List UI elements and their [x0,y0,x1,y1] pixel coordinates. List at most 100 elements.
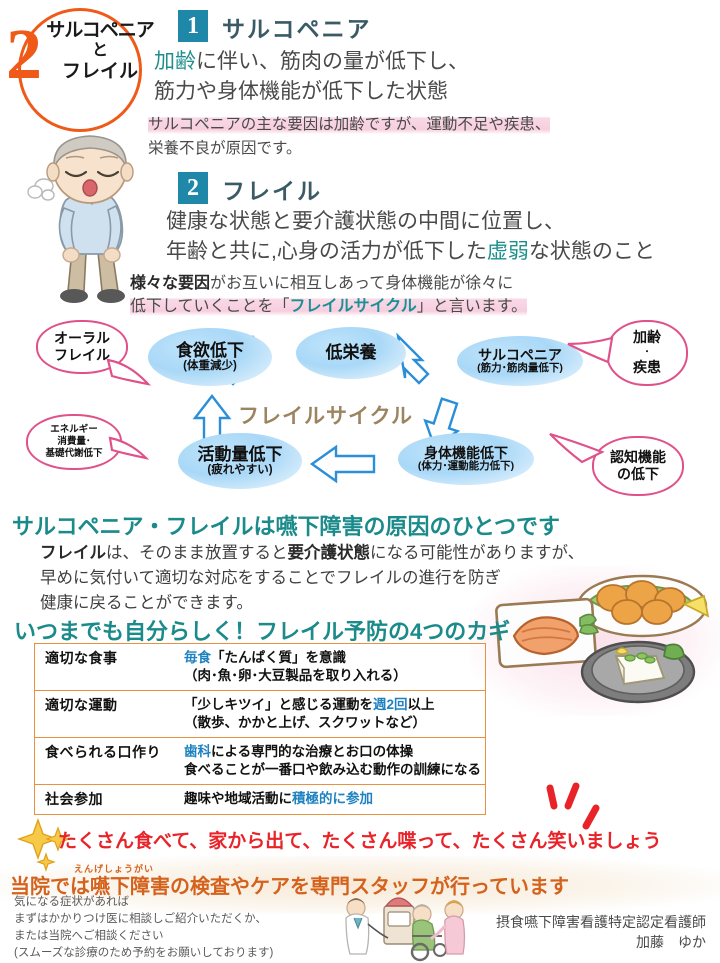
bubble-cognitive-tail [549,432,605,464]
frailty-cycle-keyword: フレイルサイクル [289,298,417,315]
cycle-node-malnutrition: 低栄養 [296,327,406,380]
bubble-aging-disease: 加齢 ･ 疾患 [606,320,688,386]
bubble-oral-line-2: フレイル [54,347,110,363]
badge-line-3: フレイル [61,61,138,83]
cycle-node-malnutrition-main: 低栄養 [325,343,377,362]
bubble-aging-line-1: 加齢 [633,329,661,346]
cycle-node-physical-function: 身体機能低下 (体力･運動能力低下) [395,433,537,486]
bubble-oral-tail [106,358,151,386]
section-1-body-line-1: 加齢に伴い、筋肉の量が低下し、 [154,48,469,77]
table-row-2-value-line-1: 「少しキツイ」と感じる運動を週2回以上 [184,696,481,714]
cycle-node-sarcopenia-sub: (筋力･筋肉量低下) [477,362,563,375]
table-row-1-rest: 「たんぱく質」を意識 [211,650,346,665]
dysphagia-heading: サルコペニア・フレイルは嚥下障害の原因のひとつです [12,514,561,539]
bubble-energy-line-1: エネルギー [50,424,98,436]
table-row: 適切な食事 毎食「たんぱく質」を意識 （肉･魚･卵･大豆製品を取り入れる） [35,644,486,691]
bubble-aging-tail [567,336,614,364]
sparkle-icon [16,817,71,872]
table-row-2-a: 「少しキツイ」と感じる運動を [184,697,373,713]
bubble-energy-line-3: 基礎代謝低下 [45,447,103,459]
table-row-3-value-line-1: 歯科による専門的な治療とお口の体操 [184,743,481,761]
header-badge-number: 2 [6,14,42,94]
table-row-2-value-line-2: （散歩、かかと上げ、スクワットなど） [184,715,427,731]
table-row: 社会参加 趣味や地域活動に積極的に参加 [34,784,486,815]
section-2-note-line-2: 低下していくことを「フレイルサイクル」と言います。 [130,295,528,319]
dysphagia-term-care: 要介護状態 [287,544,371,562]
cycle-node-appetite: 食欲低下 (体重減少) [148,328,272,387]
table-row-4-a: 趣味や地域活動に [184,791,292,807]
footer-note-line-1: 気になる症状があれば [14,896,129,908]
medical-staff-illustration [328,892,476,962]
bubble-cognitive-line-1: 認知機能 [610,448,666,465]
table-row-2-key: 適切な運動 [34,690,174,738]
dysphagia-para-line-3: 健康に戻ることができます。 [40,594,253,612]
table-row-2-hl: 週2回 [373,697,408,713]
footer-note-line-4: (スムーズな診療のため予約をお願いしております) [14,947,274,959]
footer-note-line-2: まずはかかりつけ医に相談しご紹介いただくか、 [14,913,267,925]
table-row-3-key: 食べられる口作り [34,737,174,785]
bubble-energy-tail [108,436,150,460]
bubble-oral-line-1: オーラル [54,329,110,346]
cycle-node-activity: 活動量低下 (疲れやすい) [178,433,302,490]
bubble-energy: エネルギー 消費量･ 基礎代謝低下 [26,414,122,470]
prevention-key-table: 適切な食事 毎食「たんぱく質」を意識 （肉･魚･卵･大豆製品を取り入れる） 適切… [34,643,486,816]
header-badge-text: サルコペニア と フレイル [46,20,155,84]
section-2-body-line-2-b: な状態のこと [528,240,655,263]
dysphagia-para-line-2: 早めに気付いて適切な対応をすることでフレイルの進行を防ぎ [40,569,502,587]
table-row-2-b: 以上 [407,697,435,713]
section-1-number: 1 [178,10,208,42]
signature-name: 加藤 ゆか [636,934,706,950]
section-2-note2-a: 低下していくことを「 [130,298,290,315]
dysphagia-term-frailty: フレイル [40,544,106,562]
section-1-title: サルコペニア [222,16,372,42]
section-2-note-bold: 様々な要因 [130,275,211,292]
cycle-node-physical-main: 身体機能低下 [424,445,508,461]
footer-note-line-3: または当院へご相談ください [14,930,164,942]
header-badge-circle [18,8,142,132]
dysphagia-para-line-1: フレイルは、そのまま放置すると要介護状態になる可能性がありますが、 [40,541,584,566]
badge-line-1: サルコペニア [46,20,155,41]
frailty-cycle-diagram: 食欲低下 (体重減少) 低栄養 サルコペニア (筋力･筋肉量低下) 身体機能低下… [0,318,720,510]
elderly-man-illustration [26,128,156,318]
cycle-node-appetite-sub: (体重減少) [183,360,237,373]
table-row-3-value-line-2: 食べることが一番口や飲み込む動作の訓練になる [184,762,481,778]
dysphagia-para-1b: は、そのまま放置すると [106,544,288,562]
table-row-1-value-line-1: 毎食「たんぱく質」を意識 [184,649,481,667]
dysphagia-ruby-text: えんげしょうがい [74,864,155,874]
section-2-note-line-1: 様々な要因がお互いに相互しあって身体機能が徐々に [130,272,513,295]
table-row-4-value: 趣味や地域活動に積極的に参加 [174,784,486,815]
section-2-note2-b: 」と言います。 [416,298,528,315]
signature-title: 摂食嚥下障害看護特定認定看護師 [496,914,706,930]
section-1-body-rest: に伴い、筋肉の量が低下し、 [196,50,469,73]
table-row-1-key: 適切な食事 [45,650,118,666]
bubble-energy-line-2: 消費量･ [57,436,91,448]
dysphagia-para-1d: になる可能性がありますが、 [370,544,585,562]
table-row-1-value-line-2: （肉･魚･卵･大豆製品を取り入れる） [184,668,407,684]
table-row-3-value: 歯科による専門的な治療とお口の体操 食べることが一番口や飲み込む動作の訓練になる [174,737,486,785]
table-row-3-hl: 歯科 [184,744,211,760]
section-2-title: フレイル [222,178,322,204]
closing-orange-message: 当院では嚥下障害の検査やケアを専門スタッフが行っています [10,876,569,898]
closing-red-message: たくさん食べて、家から出て、たくさん喋って、たくさん笑いましょう [58,831,662,852]
section-1-keyword: 加齢 [154,50,196,73]
section-1-body-line-2: 筋力や身体機能が低下した状態 [154,80,448,103]
bubble-cognitive: 認知機能 の低下 [592,436,684,496]
bubble-aging-line-2: ･ [644,346,650,358]
table-row: 食べられる口作り 歯科による専門的な治療とお口の体操 食べることが一番口や飲み込… [34,737,486,785]
bubble-cognitive-line-2: の低下 [617,466,659,482]
badge-line-2: と [91,42,108,60]
table-row: 適切な運動 「少しキツイ」と感じる運動を週2回以上 （散歩、かかと上げ、スクワッ… [34,690,486,738]
table-row-1-hl: 毎食 [184,650,211,665]
section-2-note-rest: がお互いに相互しあって身体機能が徐々に [210,275,514,292]
table-row-2-value: 「少しキツイ」と感じる運動を週2回以上 （散歩、かかと上げ、スクワットなど） [174,690,486,738]
red-accent-marks [546,782,600,830]
table-row-1-value: 毎食「たんぱく質」を意識 （肉･魚･卵･大豆製品を取り入れる） [174,644,486,691]
cycle-node-activity-main: 活動量低下 [197,445,283,464]
section-2-body-line-1: 健康な状態と要介護状態の中間に位置し、 [166,210,565,233]
cycle-node-appetite-main: 食欲低下 [176,341,244,360]
section-2-body-line-2: 年齢と共に,心身の活力が低下した虚弱な状態のこと [166,238,655,267]
table-row-4-hl: 積極的に参加 [292,791,373,807]
section-2-body-line-2-a: 年齢と共に,心身の活力が低下した [166,240,487,263]
cycle-node-physical-sub: (体力･運動能力低下) [417,460,515,473]
